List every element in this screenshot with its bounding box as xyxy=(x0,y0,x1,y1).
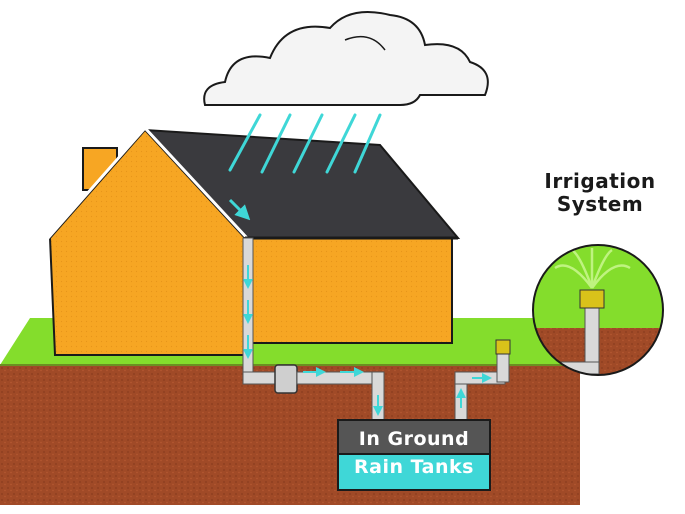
flow-arrow-icon xyxy=(228,198,251,221)
irrigation-label-line1: Irrigation xyxy=(544,169,656,193)
pipe-to-sprinkler xyxy=(454,351,510,424)
tank-label-line2: Rain Tanks xyxy=(354,456,474,478)
irrigation-system-label: Irrigation System xyxy=(530,170,670,216)
pipe-to-tank xyxy=(296,367,385,421)
sprinkler-icon xyxy=(481,318,525,355)
irrigation-label-line2: System xyxy=(556,192,644,216)
filter-icon xyxy=(274,364,298,394)
tank-water xyxy=(337,453,491,491)
tank-label-line1: In Ground xyxy=(358,428,470,450)
house-icon xyxy=(46,125,461,356)
cloud-icon xyxy=(203,11,489,106)
tank-icon xyxy=(337,419,491,491)
side-wall xyxy=(244,237,453,344)
rain-icon xyxy=(228,113,382,174)
tank-top xyxy=(337,419,491,455)
